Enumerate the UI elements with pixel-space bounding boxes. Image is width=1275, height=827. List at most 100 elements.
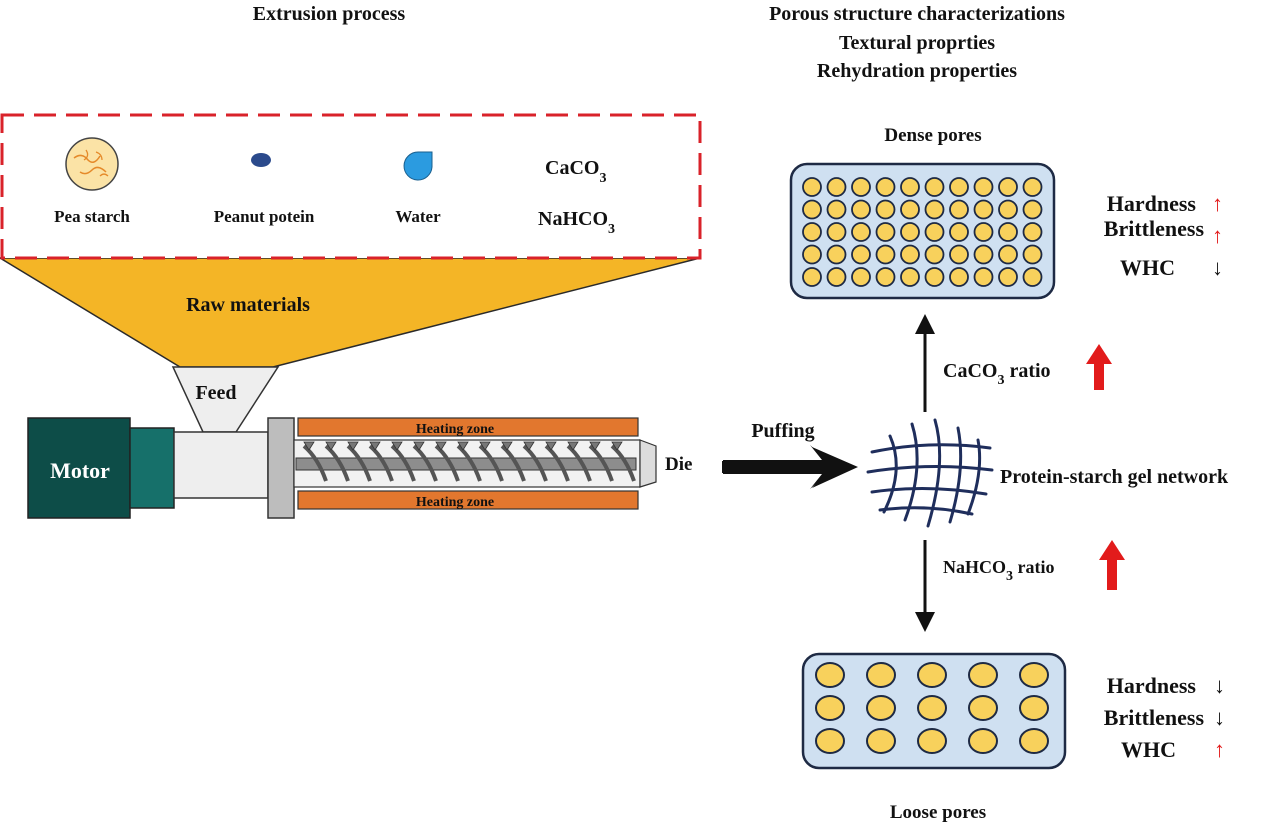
screw-flight xyxy=(324,444,350,482)
dense-pore xyxy=(973,267,994,287)
extruder-screw xyxy=(295,441,637,482)
dense-pore xyxy=(949,267,969,287)
caco3-ratio-up-icon xyxy=(1086,344,1112,390)
screw-flight xyxy=(434,444,460,482)
heating-zone-top xyxy=(297,417,639,437)
dense-pore xyxy=(949,177,969,197)
motor-label: Motor xyxy=(50,458,110,483)
dense-pore xyxy=(1022,244,1043,265)
dense-pore xyxy=(998,199,1018,220)
dense-pore xyxy=(875,222,896,242)
motor xyxy=(27,417,131,519)
loose-pore xyxy=(866,662,896,688)
dense-pore xyxy=(875,244,896,265)
dense-pore xyxy=(949,244,969,265)
dense-brittleness-label: Brittleness xyxy=(1104,216,1205,241)
dense-pore xyxy=(826,199,847,220)
screw-tooth xyxy=(611,441,623,451)
loose-pores-grid xyxy=(815,662,1049,754)
screw-flight xyxy=(522,444,548,482)
water-drop-icon xyxy=(403,151,433,181)
loose-pore xyxy=(968,728,998,754)
dense-pore xyxy=(1022,177,1043,197)
screw-flight xyxy=(500,444,526,482)
dense-pore xyxy=(998,222,1018,242)
screw-tooth xyxy=(413,441,425,451)
dense-pore xyxy=(973,244,994,265)
screw-tooth xyxy=(589,441,601,451)
loose-pore xyxy=(917,695,947,721)
loose-brittleness-label: Brittleness xyxy=(1104,705,1205,730)
loose-pore xyxy=(1019,728,1049,754)
screw-flight xyxy=(566,444,592,482)
dense-pore xyxy=(949,222,969,242)
dense-pore xyxy=(875,267,896,287)
screw-flight xyxy=(346,444,372,482)
dense-pore xyxy=(1022,222,1043,242)
peanut-protein-label: Peanut potein xyxy=(214,207,315,226)
dense-pore xyxy=(900,177,920,197)
dense-pore xyxy=(998,267,1018,287)
screw-tooth xyxy=(303,441,315,451)
dense-pore xyxy=(924,177,945,197)
dense-pore xyxy=(924,199,945,220)
dense-pore xyxy=(900,222,920,242)
dense-pore xyxy=(924,244,945,265)
dense-hardness-arrow-icon: ↑ xyxy=(1212,191,1223,216)
dense-whc-arrow-icon: ↓ xyxy=(1212,255,1223,280)
screw-tooth xyxy=(545,441,557,451)
screw-tooth xyxy=(325,441,337,451)
dense-pore xyxy=(900,199,920,220)
loose-whc-arrow-icon: ↑ xyxy=(1214,737,1225,762)
loose-pore xyxy=(917,728,947,754)
screw-flight xyxy=(456,444,482,482)
dense-pore xyxy=(1022,267,1043,287)
dense-whc-label: WHC xyxy=(1120,255,1175,280)
screw-flight xyxy=(478,444,504,482)
screw-flight xyxy=(610,444,636,482)
pea-starch-label: Pea starch xyxy=(54,207,130,226)
screw-flight xyxy=(588,444,614,482)
loose-hardness-arrow-icon: ↓ xyxy=(1214,673,1225,698)
screw-flight xyxy=(390,444,416,482)
nahco3-label: NaHCO3 xyxy=(538,208,615,237)
water-label: Water xyxy=(395,207,441,226)
right-title-line-3: Rehydration properties xyxy=(817,60,1017,82)
loose-pore xyxy=(815,695,845,721)
dense-pore xyxy=(826,267,847,287)
dense-pore xyxy=(826,177,847,197)
dense-pore xyxy=(802,199,822,220)
loose-pore xyxy=(866,728,896,754)
loose-pore xyxy=(968,662,998,688)
dense-pore xyxy=(949,199,969,220)
screw-flight xyxy=(544,444,570,482)
dense-pore xyxy=(851,222,871,242)
screw-tooth xyxy=(501,441,513,451)
loose-brittleness-arrow-icon: ↓ xyxy=(1214,705,1225,730)
screw-tooth xyxy=(435,441,447,451)
dense-pore xyxy=(924,267,945,287)
puffing-arrow-head xyxy=(722,447,858,488)
raw-materials-hopper xyxy=(0,257,701,368)
screw-flight xyxy=(412,444,438,482)
loose-hardness-label: Hardness xyxy=(1107,673,1197,698)
dense-pore xyxy=(900,267,920,287)
dense-pores-panel xyxy=(789,162,1056,300)
screw-tooth xyxy=(479,441,491,451)
dense-pore xyxy=(924,222,945,242)
dense-pore xyxy=(998,244,1018,265)
dense-pore xyxy=(973,222,994,242)
loose-pore xyxy=(917,662,947,688)
ingredients-box xyxy=(0,113,702,260)
dense-pore xyxy=(826,244,847,265)
right-title-line-1: Porous structure characterizations xyxy=(769,3,1065,25)
heating-zone-bottom xyxy=(297,490,639,510)
pea-starch-icon xyxy=(65,137,119,191)
screw-tooth xyxy=(457,441,469,451)
barrel-flange xyxy=(267,417,295,519)
dense-pore xyxy=(900,244,920,265)
dense-pore xyxy=(998,177,1018,197)
dense-pore xyxy=(851,267,871,287)
gel-network-icon xyxy=(866,418,994,528)
screw-tooth xyxy=(567,441,579,451)
